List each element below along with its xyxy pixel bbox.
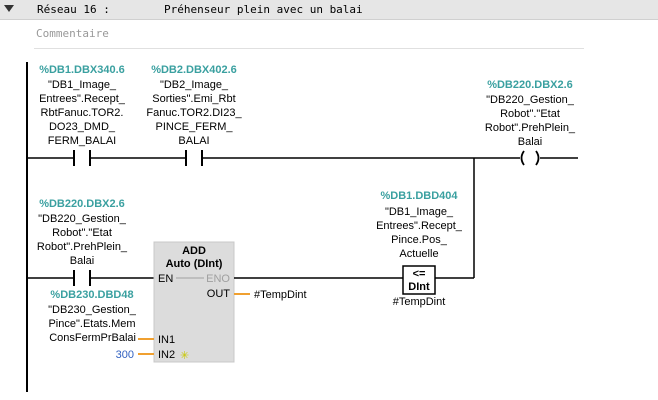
compare-symbol-line: Entrees".Recept_ bbox=[376, 220, 463, 232]
contact-3-symbol-line: Balai bbox=[70, 255, 94, 267]
in1-symbol-line: Pince".Etats.Mem bbox=[48, 318, 135, 330]
network-header[interactable]: Réseau 16 : Préhenseur plein avec un bal… bbox=[0, 0, 658, 20]
in1-address: %DB230.DBD48 bbox=[50, 289, 133, 301]
compare-box[interactable]: <= DInt %DB1.DBD404 "DB1_Image_ Entrees"… bbox=[376, 190, 463, 308]
compare-symbol-line: Pince.Pos_ bbox=[391, 234, 448, 246]
out-operand[interactable]: #TempDint bbox=[254, 289, 307, 301]
coil-symbol-line: Robot"."Etat bbox=[500, 108, 560, 120]
add-box-name: ADD bbox=[182, 245, 206, 257]
in1-symbol-line[interactable]: ConsFermPrBalai bbox=[49, 332, 136, 344]
compare-type: DInt bbox=[408, 281, 430, 293]
contact-3[interactable]: %DB220.DBX2.6 "DB220_Gestion_ Robot"."Et… bbox=[37, 198, 128, 286]
network-title[interactable]: Préhenseur plein avec un balai bbox=[164, 3, 363, 16]
compare-address: %DB1.DBD404 bbox=[380, 190, 458, 202]
in1-pin: IN1 bbox=[158, 334, 175, 346]
compare-symbol-line: "DB1_Image_ bbox=[385, 206, 454, 218]
contact-1-symbol-line: Entrees".Recept_ bbox=[39, 93, 126, 105]
contact-2[interactable]: %DB2.DBX402.6 "DB2_Image_ Sorties".Emi_R… bbox=[146, 64, 242, 166]
in2-constant[interactable]: 300 bbox=[116, 349, 134, 361]
compare-operator: <= bbox=[413, 268, 426, 280]
contact-3-symbol-line: Robot".PrehPlein_ bbox=[37, 241, 128, 253]
contact-3-address: %DB220.DBX2.6 bbox=[39, 198, 125, 210]
contact-1-symbol-line: FERM_BALAI bbox=[48, 135, 116, 147]
in2-pin: IN2 bbox=[158, 349, 175, 361]
network-comment-field[interactable] bbox=[34, 23, 584, 49]
contact-2-symbol-line: BALAI bbox=[178, 135, 209, 147]
network-number: Réseau 16 : bbox=[37, 3, 110, 16]
coil-symbol-line: Balai bbox=[518, 136, 542, 148]
contact-1-symbol-line: "DB1_Image_ bbox=[48, 79, 117, 91]
contact-1[interactable]: %DB1.DBX340.6 "DB1_Image_ Entrees".Recep… bbox=[39, 64, 126, 166]
contact-2-symbol-line: Fanuc.TOR2.DI23_ bbox=[146, 107, 242, 119]
contact-2-symbol-line: "DB2_Image_ bbox=[160, 79, 229, 91]
contact-2-symbol-line: Sorties".Emi_Rbt bbox=[152, 93, 235, 105]
coil-address: %DB220.DBX2.6 bbox=[487, 79, 573, 91]
out-pin: OUT bbox=[207, 288, 231, 300]
coil-symbol-line: "DB220_Gestion_ bbox=[486, 94, 575, 106]
contact-1-symbol-line: DO23_DMD_ bbox=[49, 121, 116, 133]
add-input-star-icon[interactable]: ✳ bbox=[180, 349, 189, 362]
comment-placeholder: Commentaire bbox=[36, 27, 109, 40]
contact-3-symbol-line: "DB220_Gestion_ bbox=[38, 213, 127, 225]
coil-symbol-line: Robot".PrehPlein_ bbox=[485, 122, 576, 134]
add-box-type: Auto (DInt) bbox=[166, 258, 223, 270]
compare-symbol-line: Actuelle bbox=[399, 248, 438, 260]
eno-pin: ENO bbox=[206, 273, 230, 285]
compare-operand2: #TempDint bbox=[393, 296, 446, 308]
collapse-triangle-icon[interactable] bbox=[4, 5, 14, 12]
contact-2-address: %DB2.DBX402.6 bbox=[151, 64, 237, 76]
add-box[interactable]: ADD Auto (DInt) EN ENO OUT IN1 IN2 ✳ bbox=[153, 241, 235, 363]
contact-2-symbol-line: PINCE_FERM_ bbox=[155, 121, 233, 133]
en-pin: EN bbox=[158, 273, 173, 285]
coil[interactable]: %DB220.DBX2.6 "DB220_Gestion_ Robot"."Et… bbox=[485, 79, 576, 166]
contact-1-symbol-line: RbtFanuc.TOR2. bbox=[41, 107, 124, 119]
in1-symbol-line: "DB230_Gestion_ bbox=[48, 304, 137, 316]
contact-1-address: %DB1.DBX340.6 bbox=[39, 64, 125, 76]
contact-3-symbol-line: Robot"."Etat bbox=[52, 227, 112, 239]
